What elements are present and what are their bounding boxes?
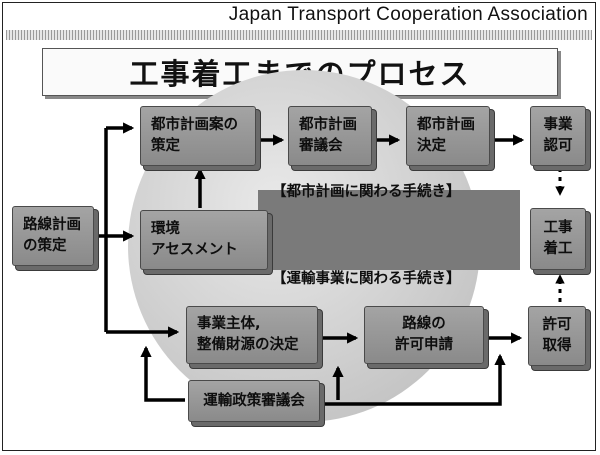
node-license-acquisition: 許可 取得 (528, 306, 586, 366)
node-city-plan-decision: 都市計画 決定 (406, 106, 490, 166)
background-band (258, 190, 520, 270)
node-construction-start: 工事 着工 (530, 208, 586, 270)
arrow-council-to-funding (140, 345, 185, 402)
organization-name: Japan Transport Cooperation Association (228, 4, 588, 25)
node-route-plan: 路線計画 の策定 (12, 206, 94, 266)
label-transport-business-procedures: 【運輸事業に関わる手続き】 (272, 271, 461, 287)
node-city-plan-draft: 都市計画案の 策定 (140, 106, 256, 166)
node-city-plan-council: 都市計画 審議会 (288, 106, 372, 166)
label-city-plan-procedures: 【都市計画に関わる手続き】 (272, 184, 461, 200)
header-divider (6, 30, 592, 40)
node-business-approval: 事業 認可 (530, 106, 586, 166)
arrow-council-to-license (318, 353, 506, 406)
node-transport-policy-council: 運輸政策審議会 (188, 380, 320, 422)
node-operator-funding: 事業主体, 整備財源の決定 (186, 306, 318, 364)
node-environment-assessment: 環境 アセスメント (140, 210, 268, 270)
node-route-license-application: 路線の 許可申請 (364, 306, 484, 364)
